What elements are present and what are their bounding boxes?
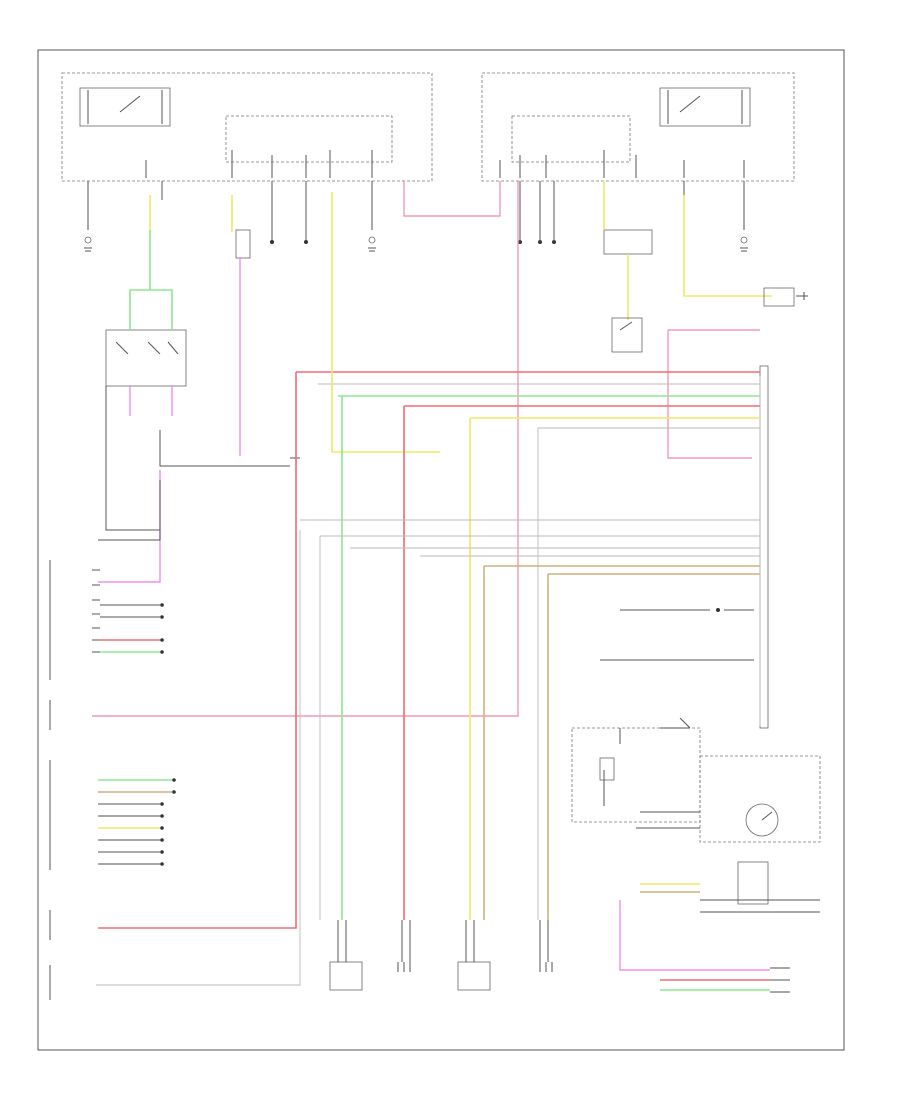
right-front-door-module [481, 72, 795, 182]
junction-connector-right [603, 229, 653, 255]
wheel-speed-sensors [329, 920, 553, 991]
left-front-door-module [61, 72, 433, 182]
diagram-frame [37, 49, 845, 1051]
relay-block [105, 230, 187, 531]
left-ecu-pins [49, 560, 164, 1000]
combination-meter-connector [759, 365, 769, 729]
junction-connector-left [235, 229, 251, 259]
left-lower-pins [98, 778, 176, 866]
ground-symbols [84, 236, 748, 252]
parking-brake-switch [763, 287, 795, 307]
right-lower-modules [571, 608, 821, 905]
